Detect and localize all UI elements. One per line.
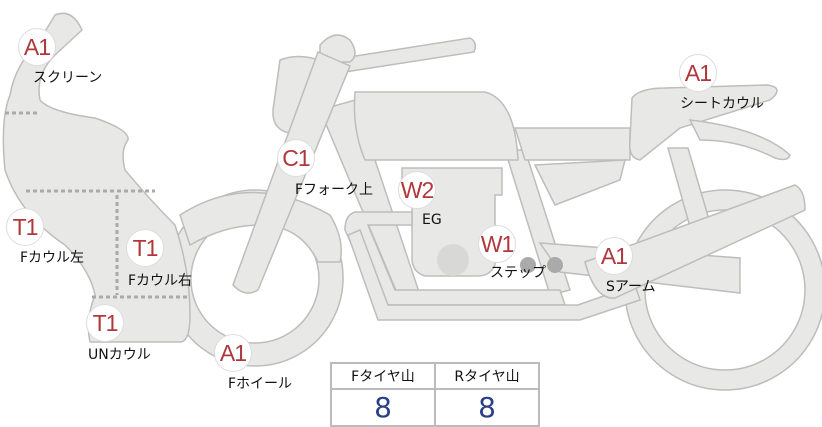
grade-badge: A1: [214, 334, 252, 372]
seat-cowl: [628, 84, 778, 161]
step-peg: [520, 257, 536, 273]
seat: [513, 127, 631, 161]
part-label: シートカウル: [680, 96, 764, 112]
grade-badge: W1: [478, 225, 516, 263]
handlebar: [298, 37, 477, 96]
front-tyre-value: 8: [330, 388, 436, 427]
grade-badge: T1: [126, 229, 164, 267]
part-label: Fフォーク上: [295, 182, 374, 198]
part-label: Fカウル左: [20, 250, 85, 266]
rear-tyre-header: Rタイヤ山: [434, 362, 540, 390]
part-label: EG: [422, 212, 442, 228]
grade-badge: T1: [86, 304, 124, 342]
grade-badge: A1: [18, 28, 56, 66]
grade-badge: T1: [6, 208, 44, 246]
part-label: UNカウル: [88, 347, 151, 363]
part-label: Fカウル右: [128, 273, 193, 289]
part-label: ステップ: [490, 265, 546, 281]
grade-badge: A1: [679, 54, 717, 92]
grade-badge: A1: [595, 237, 633, 275]
rear-tyre-value: 8: [434, 388, 540, 427]
grade-badge: W2: [398, 171, 436, 209]
fuel-tank: [353, 91, 519, 161]
engine-cover: [437, 244, 469, 276]
part-label: Sアーム: [606, 279, 656, 295]
muffler: [584, 184, 806, 299]
grade-badge: C1: [277, 139, 315, 177]
part-label: スクリーン: [33, 70, 103, 86]
front-tyre-header: Fタイヤ山: [330, 362, 436, 390]
tyre-tread-table: Fタイヤ山 Rタイヤ山 8 8: [330, 362, 540, 427]
front-fender: [179, 191, 342, 263]
part-label: Fホイール: [228, 376, 293, 392]
